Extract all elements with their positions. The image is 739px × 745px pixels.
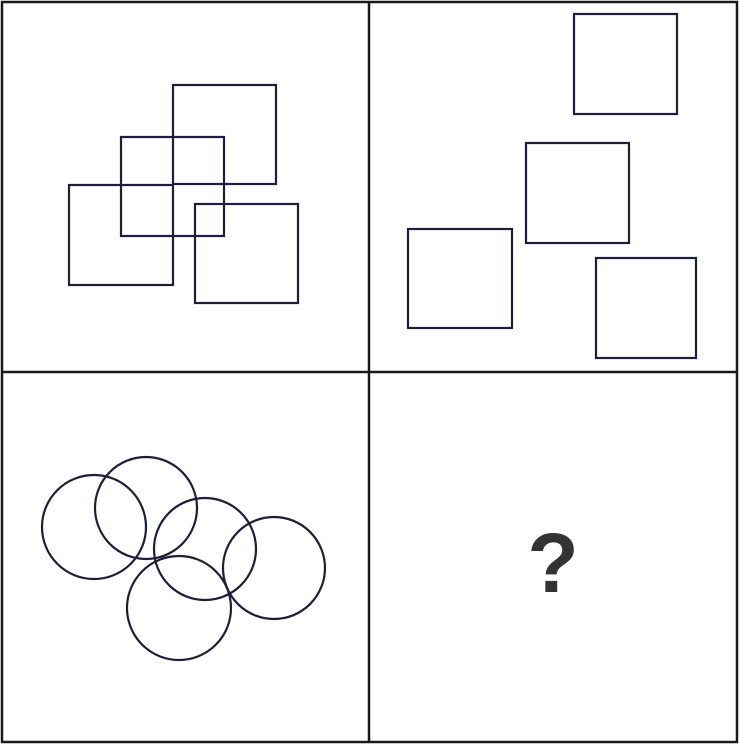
panel-top-right bbox=[406, 12, 698, 360]
panel-top-left bbox=[67, 83, 300, 305]
panel-bottom-left bbox=[40, 455, 327, 662]
panel-bottom-right: ? bbox=[527, 516, 578, 610]
square-shape bbox=[594, 256, 698, 360]
circle-shape bbox=[221, 515, 327, 621]
circle-shape bbox=[93, 455, 199, 561]
circle-shape bbox=[40, 473, 148, 581]
question-mark: ? bbox=[527, 516, 578, 610]
square-shape bbox=[67, 183, 175, 287]
square-shape bbox=[524, 141, 631, 245]
circle-shape bbox=[125, 554, 233, 662]
square-shape bbox=[406, 227, 514, 330]
square-shape bbox=[193, 202, 300, 305]
circle-shape bbox=[152, 496, 258, 602]
square-shape bbox=[572, 12, 679, 116]
